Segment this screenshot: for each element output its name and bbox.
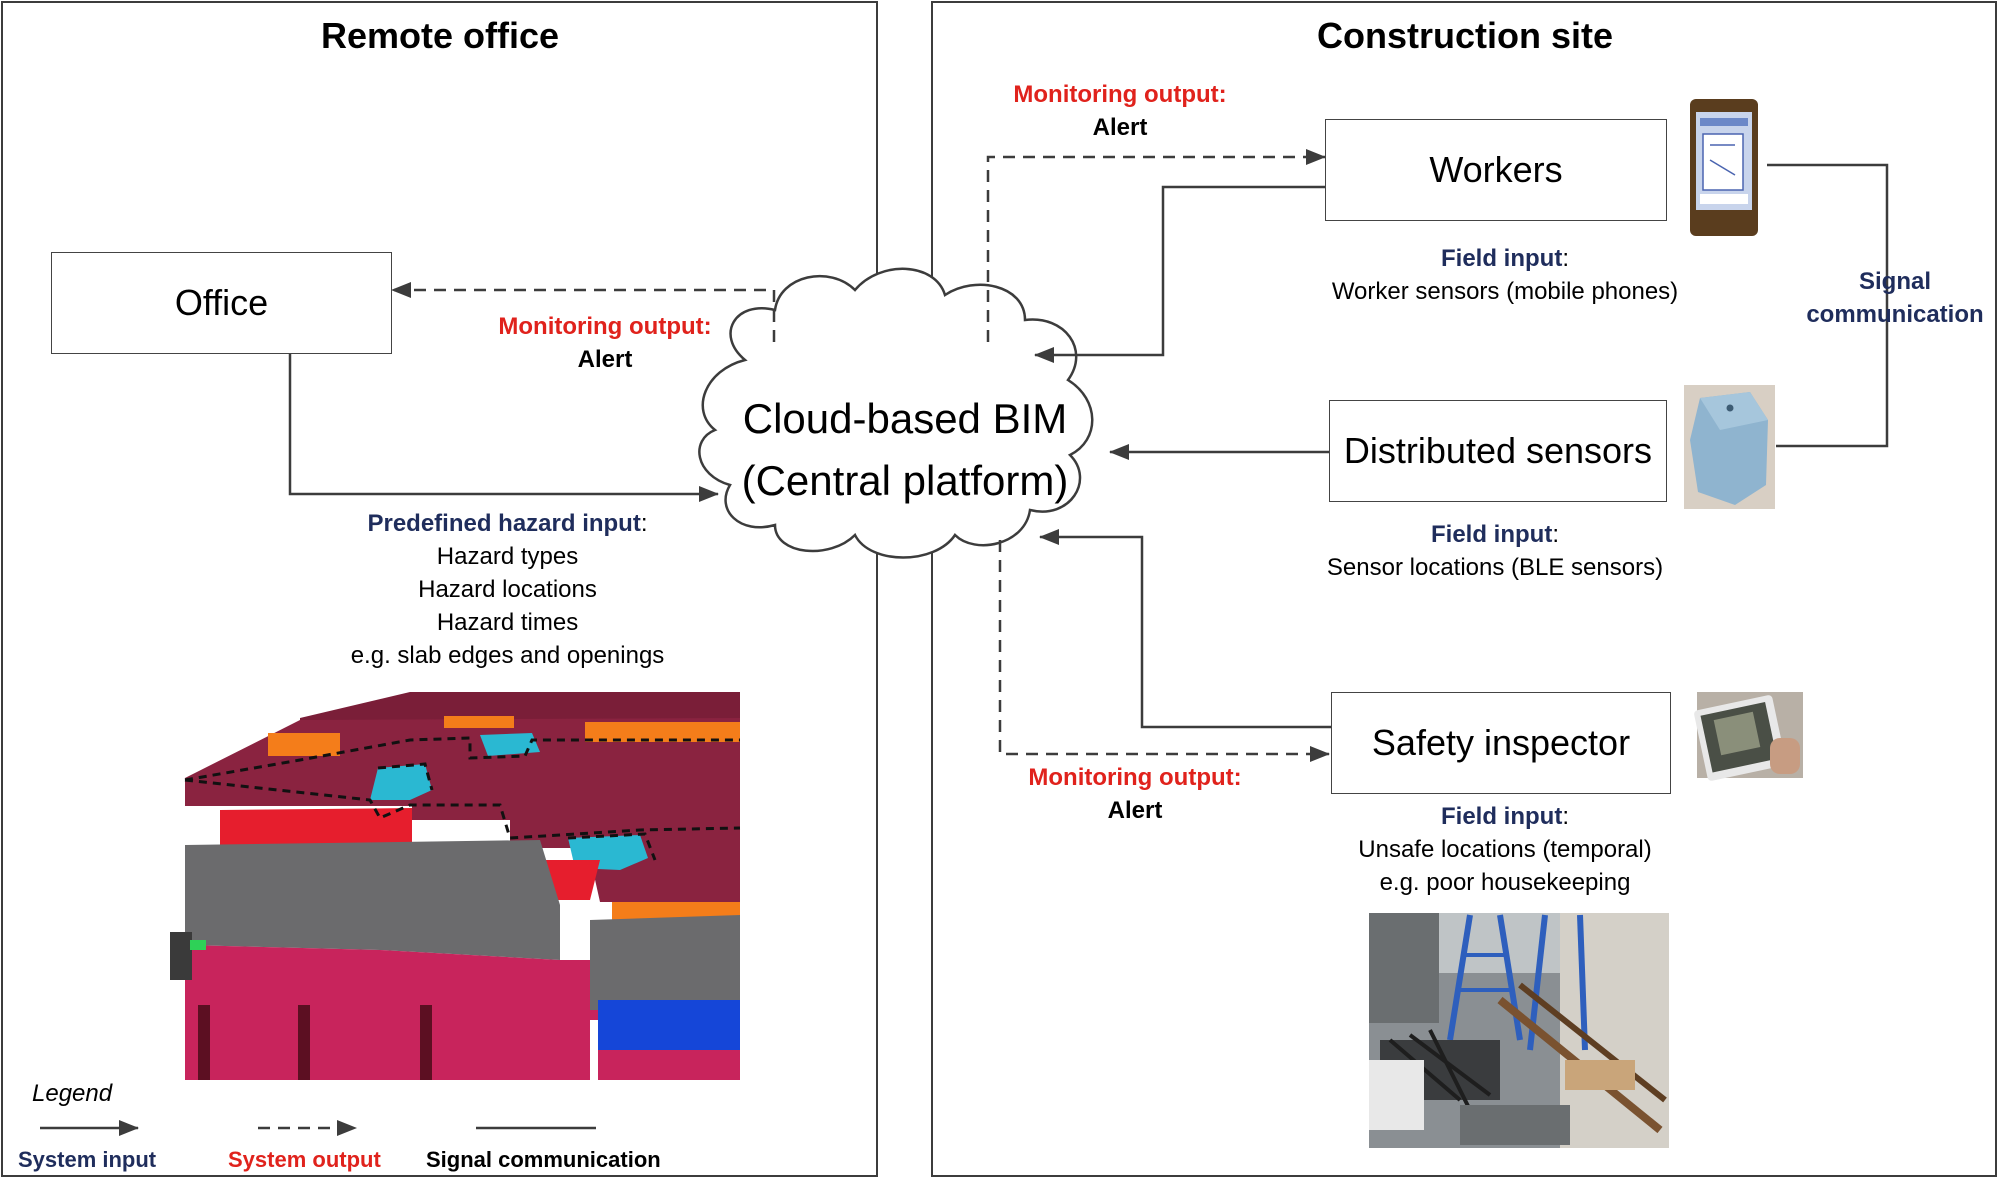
building-model-image (170, 692, 741, 1080)
office-node-label: Office (174, 282, 269, 323)
workers-monitoring-title: Monitoring output: (1013, 81, 1227, 108)
signal-communication-line (1767, 163, 1889, 448)
distributed-sensors-node: Distributed sensors (1329, 400, 1667, 502)
office-node: Office (51, 252, 392, 354)
arrow-workers-to-cloud (1034, 185, 1325, 363)
legend-signal-communication: Signal communication (426, 1147, 661, 1172)
inspector-field-line-1: Unsafe locations (temporal) (1358, 836, 1652, 863)
safety-inspector-node: Safety inspector (1331, 692, 1671, 794)
workers-node-label: Workers (1429, 149, 1563, 190)
office-monitoring-label: Monitoring output: Alert (460, 310, 750, 376)
predefined-hazard-colon: : (640, 510, 648, 537)
inspector-field-title: Field input (1441, 803, 1563, 830)
predefined-hazard-item: Hazard locations (418, 576, 597, 603)
arrow-cloud-to-office (391, 282, 776, 342)
ble-beacon-image (1684, 385, 1775, 509)
sensors-field-value: Sensor locations (BLE sensors) (1326, 554, 1664, 581)
construction-site-photo (1369, 913, 1669, 1148)
signal-line-2: communication (1806, 301, 1984, 328)
office-monitoring-value: Alert (577, 346, 633, 373)
workers-monitoring-value: Alert (1092, 114, 1148, 141)
cloud-shape (698, 267, 1094, 559)
cloud-node-label: Cloud-based BIM (Central platform) (705, 388, 1105, 512)
tablet-image (1694, 692, 1803, 781)
predefined-hazard-item: Hazard times (436, 609, 579, 636)
inspector-field-input-label: Field input: Unsafe locations (temporal)… (1310, 800, 1700, 899)
smartphone-image (1690, 99, 1758, 236)
distributed-sensors-node-label: Distributed sensors (1343, 430, 1653, 471)
workers-field-input-label: Field input: Worker sensors (mobile phon… (1310, 242, 1700, 308)
inspector-monitoring-value: Alert (1107, 797, 1163, 824)
predefined-hazard-item: e.g. slab edges and openings (350, 642, 665, 669)
arrow-cloud-to-inspector (998, 540, 1330, 762)
office-monitoring-title: Monitoring output: (498, 313, 712, 340)
arrow-cloud-to-workers (986, 149, 1326, 342)
legend-system-output: System output (228, 1147, 381, 1172)
arrow-inspector-to-cloud (1039, 529, 1331, 729)
inspector-field-colon: : (1562, 803, 1569, 830)
legend-title: Legend (32, 1080, 113, 1107)
sensors-field-colon: : (1552, 521, 1559, 548)
inspector-monitoring-label: Monitoring output: Alert (1000, 761, 1270, 827)
sensors-field-title: Field input (1431, 521, 1553, 548)
workers-node: Workers (1325, 119, 1667, 221)
cloud-line-2: (Central platform) (741, 457, 1069, 504)
legend-system-input: System input (18, 1147, 157, 1172)
predefined-hazard-label: Predefined hazard input: Hazard types Ha… (310, 507, 705, 672)
workers-field-title: Field input (1441, 245, 1563, 272)
cloud-line-1: Cloud-based BIM (742, 395, 1068, 442)
arrow-office-to-cloud (288, 354, 719, 502)
remote-office-title: Remote office (320, 15, 560, 56)
predefined-hazard-title: Predefined hazard input (367, 510, 641, 537)
sensors-field-input-label: Field input: Sensor locations (BLE senso… (1300, 518, 1690, 584)
construction-site-title: Construction site (1316, 15, 1613, 56)
safety-inspector-node-label: Safety inspector (1371, 722, 1631, 763)
workers-field-colon: : (1562, 245, 1569, 272)
signal-line-1: Signal (1858, 268, 1931, 295)
inspector-field-line-2: e.g. poor housekeeping (1379, 869, 1631, 896)
signal-communication-label: Signal communication (1805, 265, 1985, 331)
predefined-hazard-item: Hazard types (436, 543, 579, 570)
workers-field-value: Worker sensors (mobile phones) (1331, 278, 1679, 305)
inspector-monitoring-title: Monitoring output: (1028, 764, 1242, 791)
workers-monitoring-label: Monitoring output: Alert (985, 78, 1255, 144)
